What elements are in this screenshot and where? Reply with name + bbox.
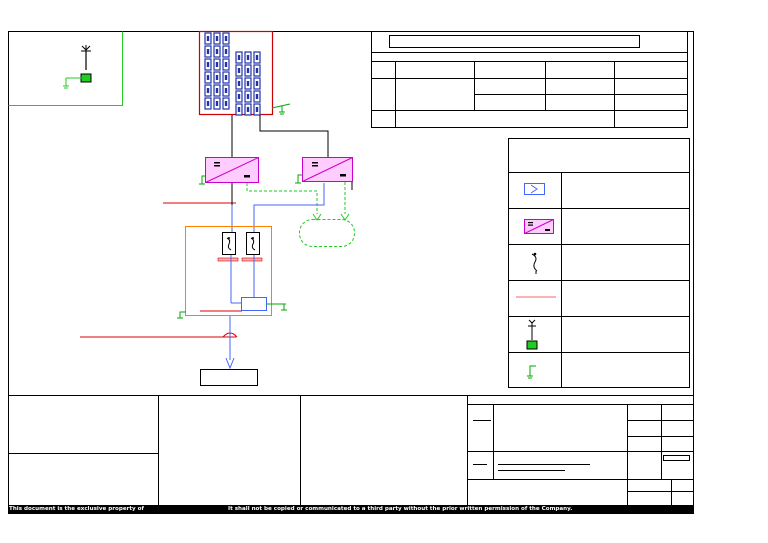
pv-module-cell (255, 94, 259, 99)
inverter-1 (199, 157, 259, 185)
pv-module-cell (206, 49, 210, 54)
pv-module-cell (206, 101, 210, 106)
legend-icons (516, 183, 556, 379)
earth-links (246, 182, 355, 247)
pv-module-cell (237, 68, 241, 73)
pv-module-cell (206, 36, 210, 41)
pv-module-cell (255, 81, 259, 86)
flag-icon (524, 183, 545, 195)
pv-module-cell (206, 75, 210, 80)
lightning-rod-icon (63, 45, 92, 89)
pv-module-cell (255, 55, 259, 60)
lightning-rod-panel (8, 31, 123, 106)
pv-module-cell (215, 36, 219, 41)
pv-module-cell (237, 81, 241, 86)
earth-icon (527, 365, 536, 379)
pv-module-cell (215, 49, 219, 54)
pv-module-cell (246, 94, 250, 99)
pv-module-cell (237, 94, 241, 99)
pv-module-cell (246, 81, 250, 86)
pv-module-cell (224, 101, 228, 106)
switch-2 (241, 232, 263, 262)
pv-module-cell (215, 101, 219, 106)
pv-modules (204, 32, 261, 116)
pv-module-cell (206, 62, 210, 67)
pv-module-cell (246, 68, 250, 73)
pv-module-cell (255, 107, 259, 112)
pv-array-earth-icon (271, 103, 291, 115)
pv-module-cell (215, 88, 219, 93)
switch-1 (217, 232, 239, 262)
drawing-frame (8, 31, 694, 514)
pv-module-cell (224, 75, 228, 80)
title-block (8, 395, 694, 506)
inverter-icon (524, 219, 554, 234)
pv-module-cell (215, 62, 219, 67)
pv-module-cell (224, 49, 228, 54)
pv-module-cell (246, 107, 250, 112)
lightning-rod-legend-icon (526, 319, 538, 350)
footer-left-text: This document is the exclusive property … (9, 506, 144, 512)
footer-right-text: It shall not be copied or communicated t… (228, 506, 573, 512)
pv-module-cell (246, 55, 250, 60)
pv-module-cell (224, 62, 228, 67)
pv-array (198, 30, 291, 116)
pv-module-cell (255, 68, 259, 73)
legend-table (508, 138, 690, 388)
inverter-2 (295, 157, 353, 184)
distribution-box (177, 226, 287, 319)
pv-module-cell (224, 88, 228, 93)
pv-module-cell (206, 88, 210, 93)
title-table (371, 31, 688, 128)
pv-module-cell (237, 107, 241, 112)
ac-lines (163, 182, 353, 236)
pv-module-cell (224, 36, 228, 41)
switch-icon (531, 252, 538, 274)
dc-cables (231, 115, 329, 157)
grid-connection (80, 316, 258, 386)
grid-box (200, 369, 258, 386)
pv-module-cell (237, 55, 241, 60)
footer-bar: This document is the exclusive property … (8, 505, 693, 513)
pv-module-cell (215, 75, 219, 80)
